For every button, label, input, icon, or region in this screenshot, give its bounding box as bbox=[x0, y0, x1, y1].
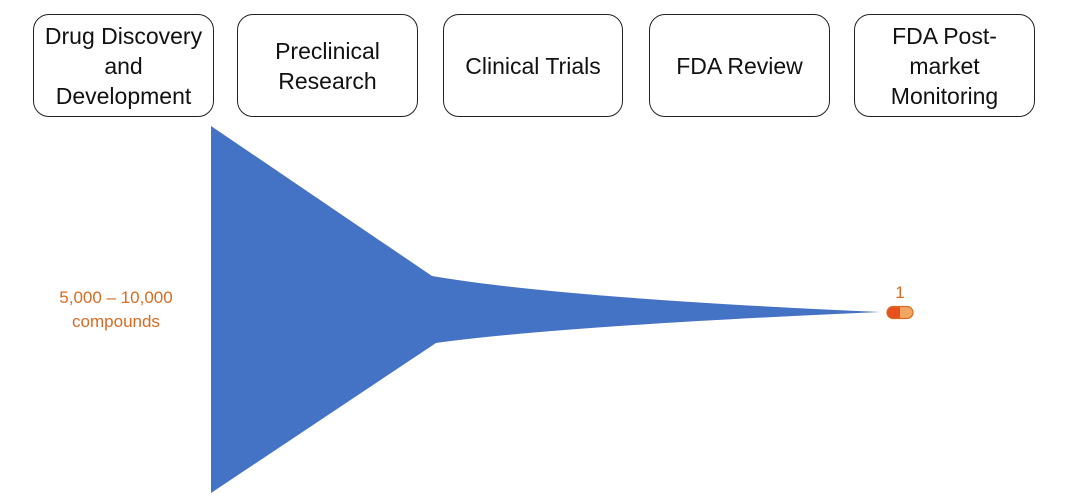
stage-label: Drug Discovery and Development bbox=[44, 22, 203, 109]
stage-label: Preclinical Research bbox=[275, 37, 380, 94]
pill-right-half bbox=[900, 306, 913, 319]
stage-label: Clinical Trials bbox=[465, 52, 601, 79]
stage-box-drug-discovery: Drug Discovery and Development bbox=[33, 14, 214, 117]
start-count-label: 5,000 – 10,000 compounds bbox=[59, 288, 173, 331]
stage-label: FDA Post- market Monitoring bbox=[890, 22, 999, 109]
stage-box-preclinical-research: Preclinical Research bbox=[237, 14, 418, 117]
stage-box-clinical-trials: Clinical Trials bbox=[443, 14, 623, 117]
compound-funnel-shape bbox=[211, 126, 880, 493]
end-count-label: 1 bbox=[895, 283, 905, 302]
pill-capsule-icon bbox=[886, 305, 914, 320]
stage-label: FDA Review bbox=[676, 52, 803, 79]
pill-outline bbox=[886, 305, 914, 320]
stage-box-fda-postmarket-monitoring: FDA Post- market Monitoring bbox=[854, 14, 1035, 117]
stage-box-fda-review: FDA Review bbox=[649, 14, 830, 117]
pill-left-half bbox=[887, 306, 900, 319]
